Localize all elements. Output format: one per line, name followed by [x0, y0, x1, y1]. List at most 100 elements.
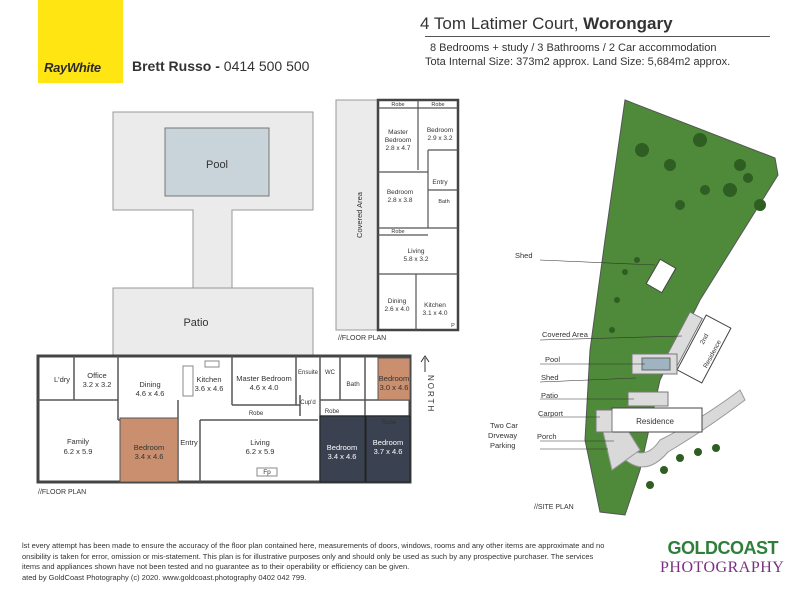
- second-bedroom1-dim: 2.9 x 3.2: [428, 135, 453, 142]
- site-shed2-label: Shed: [541, 373, 559, 382]
- site-shed-label: Shed: [515, 251, 533, 260]
- second-kitchen-label: Kitchen: [424, 302, 446, 309]
- fireplace: [256, 467, 278, 477]
- carport: [595, 409, 613, 433]
- agent-phone: 0414 500 500: [223, 58, 310, 74]
- living-label: Living: [250, 438, 270, 447]
- bedroom2-label: Bedroom: [134, 443, 164, 452]
- second-bedroom2-label: Bedroom: [387, 189, 413, 196]
- bath-label: Bath: [346, 381, 360, 388]
- disclaimer-line: ated by GoldCoast Photography (c) 2020. …: [22, 572, 307, 582]
- family-dim: 6.2 x 5.9: [64, 447, 93, 456]
- bedroom3-label: Bedroom: [327, 443, 357, 452]
- shed-building: [645, 258, 677, 294]
- bedroom4-label: Bedroom: [373, 438, 403, 447]
- robe-label-2: Robe: [382, 420, 397, 426]
- property-summary: 8 Bedrooms + study / 3 Bathrooms / 2 Car…: [430, 42, 717, 54]
- second-master-label: Master: [388, 129, 409, 136]
- robe-label-1: Robe: [325, 409, 340, 415]
- goldcoast-photography-logo: GOLDCOAST PHOTOGRAPHY: [660, 538, 785, 577]
- site-carport-label: Carport: [538, 409, 564, 418]
- pantry-label: P: [451, 323, 455, 329]
- second-residence-label-1: 2nd: [699, 333, 710, 346]
- dining-dim: 4.6 x 4.6: [136, 389, 165, 398]
- residence-label: Residence: [636, 417, 674, 426]
- second-entry-label: Entry: [432, 179, 448, 186]
- north-arrow-head-icon: [420, 355, 430, 363]
- property-address: 4 Tom Latimer Court, Worongary: [420, 14, 673, 34]
- second-bedroom2-dim: 2.8 x 3.8: [388, 197, 413, 204]
- second-plan-caption: //FLOOR PLAN: [338, 335, 386, 342]
- site-pool: [641, 357, 671, 371]
- agent-name: Brett Russo -: [132, 58, 220, 74]
- second-residence-plan: Covered Area Robe Robe Master Bedroom 2.…: [335, 98, 460, 342]
- address-divider: [425, 36, 770, 37]
- disclaimer-line: lst every attempt has been made to ensur…: [22, 541, 605, 550]
- pool-label: Pool: [206, 159, 228, 171]
- north-label: NORTH: [426, 375, 435, 413]
- residence-building: [611, 407, 703, 433]
- disclaimer-line: onsibility is taken for error, omission …: [22, 551, 594, 561]
- second-dining-dim: 2.6 x 4.0: [385, 306, 410, 313]
- robe-label-b: Robe: [431, 102, 444, 108]
- bedroom1-label: Bedroom: [379, 374, 409, 383]
- bedroom-dark-fill-2: [365, 415, 411, 483]
- covered-area: [335, 99, 379, 331]
- logo-text: RayWhite: [44, 60, 101, 75]
- agent-contact: Brett Russo - 0414 500 500: [132, 58, 309, 74]
- second-kitchen-dim: 3.1 x 4.0: [423, 310, 448, 317]
- patio-label: Patio: [183, 317, 208, 329]
- robe-label-master: Robe: [249, 411, 264, 417]
- second-master-dim: 2.8 x 4.7: [386, 145, 411, 152]
- robe-label-c: Robe: [391, 229, 404, 235]
- site-leader-lines: [539, 259, 683, 450]
- kitchen-dim: 3.6 x 4.6: [195, 384, 224, 393]
- main-plan-caption: //FLOOR PLAN: [38, 489, 86, 496]
- bedroom1-dim: 3.0 x 4.6: [380, 383, 409, 392]
- pool: [164, 127, 270, 197]
- bedroom3-dim: 3.4 x 4.6: [328, 452, 357, 461]
- office-dim: 3.2 x 3.2: [83, 380, 112, 389]
- main-floor-plan: Pool Patio: [36, 111, 435, 496]
- second-bedroom1-label: Bedroom: [427, 127, 453, 134]
- site-pool-label: Pool: [545, 355, 560, 364]
- second-living-label: Living: [408, 248, 425, 255]
- second-living-dim: 5.8 x 3.2: [404, 256, 429, 263]
- living-dim: 6.2 x 5.9: [246, 447, 275, 456]
- site-plan: Residence 2nd Residence Shed Covered Are…: [488, 99, 779, 516]
- site-trees: [609, 133, 766, 489]
- cupboard-label: Cup'd: [300, 400, 316, 406]
- bedroom-brown-fill-2: [377, 357, 411, 401]
- credit-line2: PHOTOGRAPHY: [660, 559, 785, 576]
- kitchen-island: [182, 365, 194, 397]
- second-dining-label: Dining: [388, 298, 407, 305]
- patio: [112, 287, 314, 357]
- second-bath-label: Bath: [438, 199, 449, 205]
- wc-label: WC: [325, 370, 336, 376]
- office-label: Office: [87, 371, 106, 380]
- site-plan-caption: //SITE PLAN: [534, 504, 574, 511]
- second-master-label-2: Bedroom: [385, 137, 411, 144]
- kitchen-label: Kitchen: [196, 375, 221, 384]
- bedroom-dark-fill: [319, 415, 366, 483]
- site-covered-label: Covered Area: [542, 330, 589, 339]
- bedroom4-dim: 3.7 x 4.6: [374, 447, 403, 456]
- property-sizes: Tota Internal Size: 373m2 approx. Land S…: [425, 56, 731, 68]
- bedroom2-dim: 3.4 x 4.6: [135, 452, 164, 461]
- ensuite-label: Ensuite: [298, 370, 319, 376]
- disclaimer: lst every attempt has been made to ensur…: [22, 541, 647, 583]
- site-patio-label: Patio: [541, 391, 558, 400]
- master-label: Master Bedroom: [236, 374, 291, 383]
- site-driveway-label: Drveway: [488, 431, 517, 440]
- credit-line1: GOLDCOAST: [667, 538, 779, 558]
- kitchen-sink: [204, 360, 220, 368]
- second-residence-building: [676, 314, 732, 384]
- laundry-label: L'dry: [54, 375, 70, 384]
- covered-area-label: Covered Area: [355, 191, 364, 238]
- site-parking-label: Parking: [490, 441, 515, 450]
- bedroom-brown-fill: [119, 417, 179, 483]
- dining-label: Dining: [139, 380, 160, 389]
- entry-label: Entry: [180, 438, 198, 447]
- fireplace-label: Fp: [263, 469, 271, 476]
